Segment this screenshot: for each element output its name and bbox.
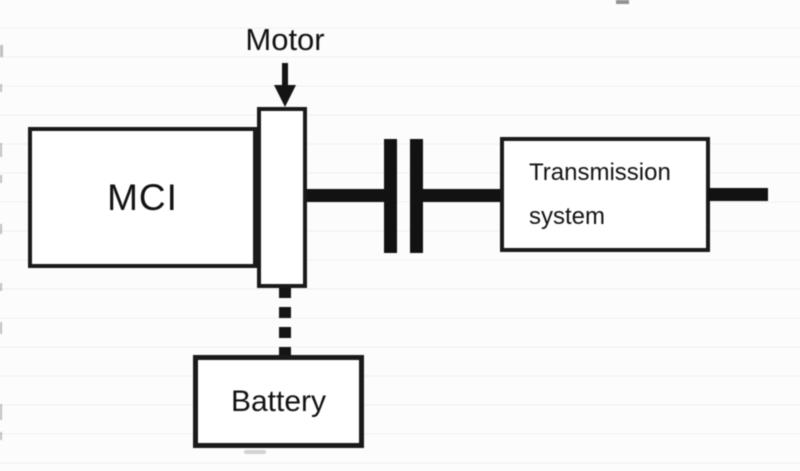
- scan-artifact: [0, 175, 2, 183]
- scan-artifact: [0, 322, 2, 334]
- input-shaft-line: [304, 189, 386, 202]
- scan-artifact: [0, 224, 2, 234]
- transmission-label-line2: system: [529, 202, 606, 230]
- scan-artifact: [0, 143, 2, 157]
- scan-artifact: [0, 404, 2, 420]
- clutch-left-plate: [384, 139, 397, 253]
- mci-box: MCI: [28, 127, 257, 268]
- output-shaft-line: [708, 188, 768, 201]
- scan-artifact: [616, 0, 629, 4]
- clutch-right-plate: [410, 139, 423, 253]
- scan-artifact: [0, 84, 2, 92]
- scan-artifact: [0, 432, 2, 440]
- down-arrow-icon: [282, 63, 288, 89]
- scan-artifact: [244, 450, 266, 454]
- battery-label: Battery: [230, 384, 327, 418]
- transmission-box: Transmission system: [500, 137, 710, 252]
- motor-label: Motor: [245, 22, 325, 57]
- down-arrowhead-icon: [274, 85, 296, 107]
- clutch-output-shaft-line: [421, 189, 502, 202]
- battery-box: Battery: [193, 355, 364, 448]
- motor-box: [257, 107, 307, 288]
- transmission-label-line1: Transmission: [529, 158, 671, 186]
- scan-artifact: [0, 45, 3, 57]
- scan-artifact: [0, 283, 2, 291]
- mci-label: MCI: [107, 176, 178, 218]
- battery-link-dashed-line: [279, 287, 291, 356]
